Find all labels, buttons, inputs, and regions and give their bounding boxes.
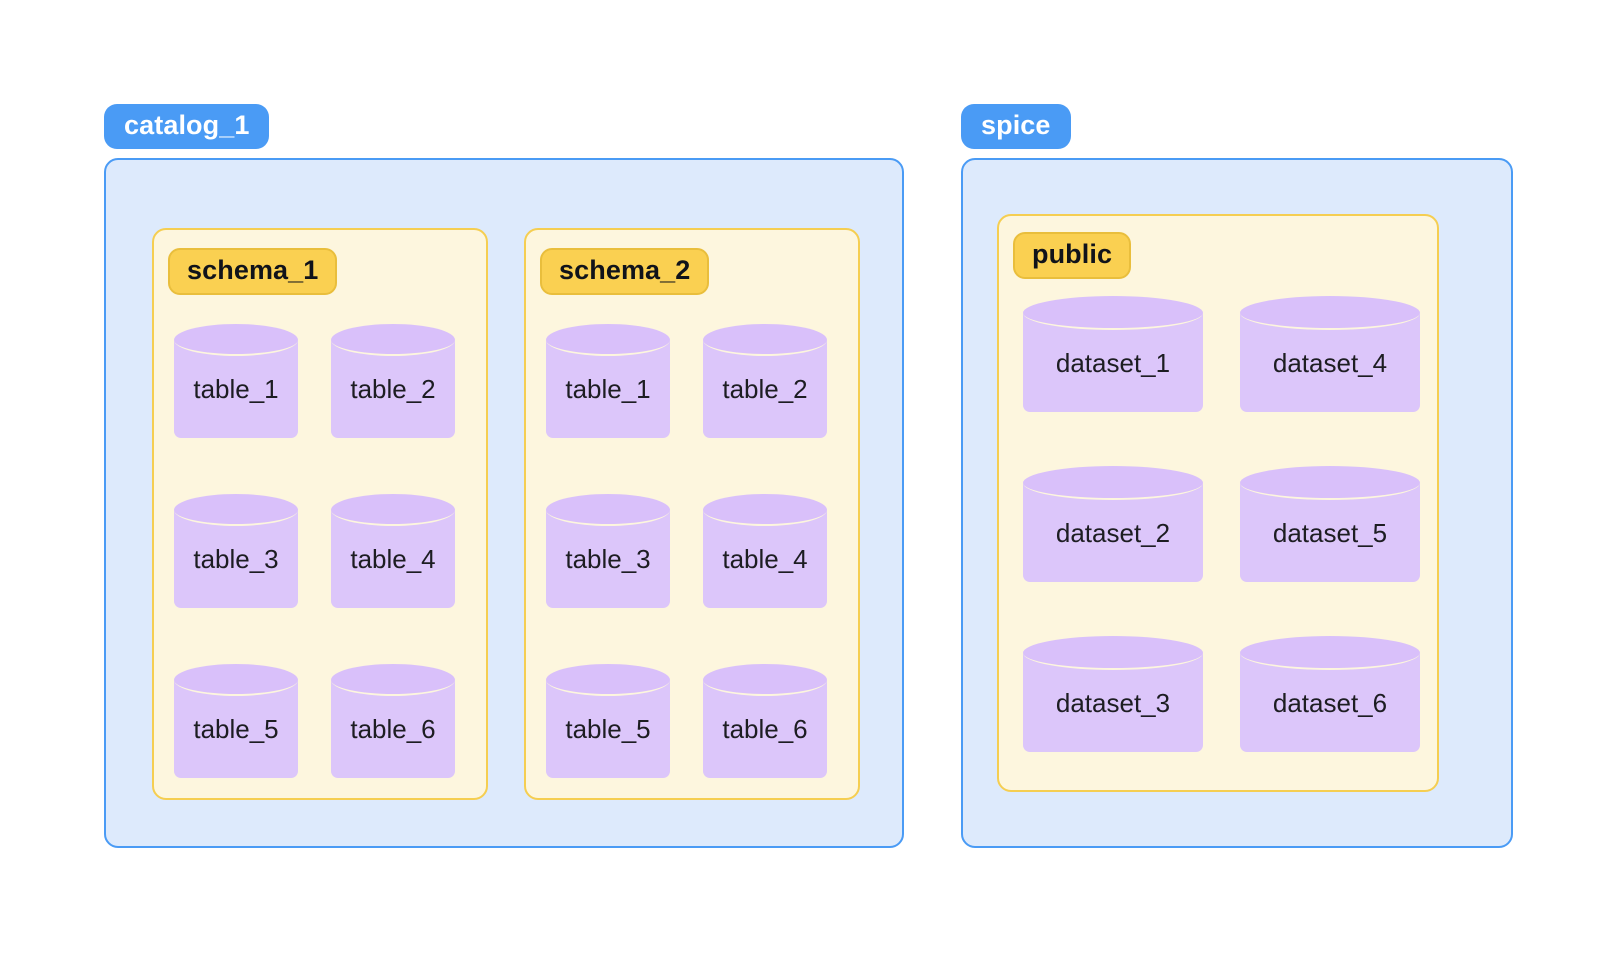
cylinder-top-ellipse: [546, 494, 670, 526]
table-label: table_5: [565, 714, 651, 744]
cylinder-body: [331, 340, 455, 438]
table-cylinder[interactable]: table_4: [331, 494, 455, 608]
catalog-badge[interactable]: spice: [961, 104, 1071, 149]
cylinder-body: [703, 340, 827, 438]
table-cylinder[interactable]: table_2: [703, 324, 827, 438]
table-cylinder[interactable]: table_5: [546, 664, 670, 778]
cylinder-body: [174, 680, 298, 778]
cylinder-body: [703, 680, 827, 778]
dataset-label: dataset_1: [1055, 348, 1171, 378]
cylinder-top-ellipse: [174, 494, 298, 526]
cylinder-top-ellipse: [1023, 466, 1203, 500]
dataset-label: dataset_4: [1272, 348, 1388, 378]
dataset-label: dataset_5: [1272, 518, 1388, 548]
table-cylinder[interactable]: table_1: [174, 324, 298, 438]
schema-badge[interactable]: schema_1: [168, 248, 338, 295]
cylinder-body: [331, 510, 455, 608]
table-cylinder[interactable]: table_1: [546, 324, 670, 438]
cylinder-body: [331, 680, 455, 778]
cylinder-top-ellipse: [1240, 296, 1420, 330]
cylinder-top-ellipse: [703, 494, 827, 526]
dataset-cylinder[interactable]: dataset_1: [1023, 296, 1203, 412]
cylinder-top-ellipse: [174, 324, 298, 356]
table-label: table_6: [722, 714, 808, 744]
dataset-cylinder[interactable]: dataset_5: [1240, 466, 1420, 582]
schema-badge[interactable]: schema_2: [540, 248, 710, 295]
table-cylinder[interactable]: table_2: [331, 324, 455, 438]
table-cylinder[interactable]: table_4: [703, 494, 827, 608]
dataset-cylinder[interactable]: dataset_6: [1240, 636, 1420, 752]
cylinder-body: [703, 510, 827, 608]
cylinder-top-ellipse: [1240, 466, 1420, 500]
dataset-label: dataset_6: [1272, 688, 1388, 718]
table-cylinder[interactable]: table_5: [174, 664, 298, 778]
cylinder-top-ellipse: [1023, 636, 1203, 670]
table-label: table_2: [722, 374, 808, 404]
table-label: table_2: [350, 374, 436, 404]
cylinder-body: [546, 680, 670, 778]
table-cylinder[interactable]: table_3: [174, 494, 298, 608]
cylinder-top-ellipse: [174, 664, 298, 696]
table-cylinder[interactable]: table_6: [703, 664, 827, 778]
cylinder-body: [174, 510, 298, 608]
table-label: table_4: [350, 544, 436, 574]
dataset-cylinder[interactable]: dataset_2: [1023, 466, 1203, 582]
cylinder-top-ellipse: [1240, 636, 1420, 670]
cylinder-top-ellipse: [331, 494, 455, 526]
table-label: table_4: [722, 544, 808, 574]
table-label: table_3: [565, 544, 651, 574]
cylinder-top-ellipse: [1023, 296, 1203, 330]
table-label: table_1: [565, 374, 651, 404]
dataset-cylinder[interactable]: dataset_4: [1240, 296, 1420, 412]
dataset-cylinder[interactable]: dataset_3: [1023, 636, 1203, 752]
cylinder-top-ellipse: [703, 324, 827, 356]
table-label: table_6: [350, 714, 436, 744]
cylinder-body: [546, 340, 670, 438]
cylinder-top-ellipse: [331, 664, 455, 696]
table-label: table_3: [193, 544, 279, 574]
schema-badge[interactable]: public: [1013, 232, 1132, 279]
cylinder-body: [174, 340, 298, 438]
cylinder-top-ellipse: [546, 324, 670, 356]
table-cylinder[interactable]: table_3: [546, 494, 670, 608]
cylinder-top-ellipse: [331, 324, 455, 356]
cylinder-body: [546, 510, 670, 608]
dataset-label: dataset_2: [1055, 518, 1171, 548]
table-label: table_5: [193, 714, 279, 744]
dataset-label: dataset_3: [1055, 688, 1171, 718]
table-label: table_1: [193, 374, 279, 404]
cylinder-top-ellipse: [703, 664, 827, 696]
cylinder-top-ellipse: [546, 664, 670, 696]
table-cylinder[interactable]: table_6: [331, 664, 455, 778]
catalog-badge[interactable]: catalog_1: [104, 104, 270, 149]
